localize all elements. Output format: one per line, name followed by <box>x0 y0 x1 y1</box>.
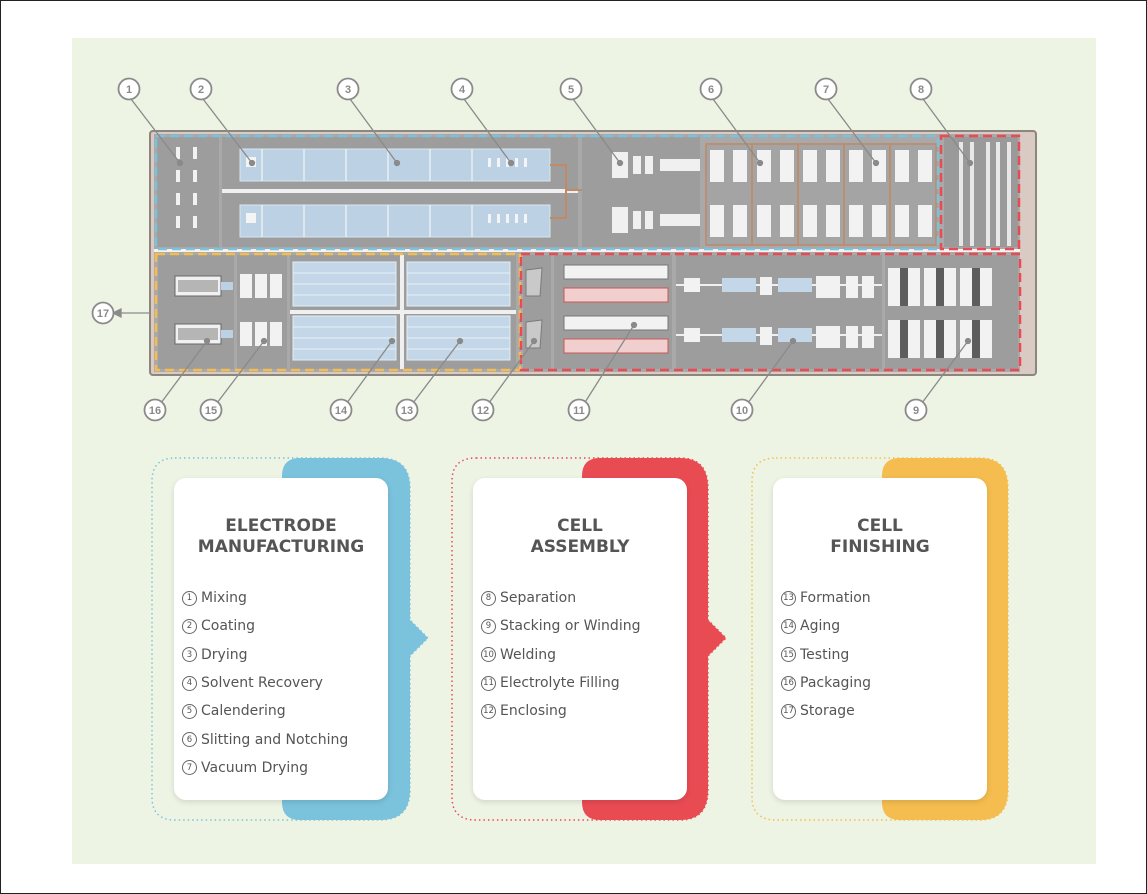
svg-text:2: 2 <box>198 84 204 96</box>
mixing-equipment <box>176 147 197 228</box>
marker-13: 13 <box>395 398 419 422</box>
electrolyte-filling-zone <box>554 255 672 369</box>
svg-text:1: 1 <box>126 84 132 96</box>
finishing-boundary <box>154 252 522 372</box>
svg-text:14: 14 <box>335 405 348 417</box>
floor-divider <box>154 249 1020 252</box>
coating-line-bottom <box>239 204 551 238</box>
svg-text:4: 4 <box>459 84 466 96</box>
marker-16: 16 <box>143 398 167 422</box>
aging-formation-zone <box>290 255 516 369</box>
svg-text:8: 8 <box>918 84 924 96</box>
stacking-winding-zone <box>885 255 1018 369</box>
svg-text:10: 10 <box>736 405 748 417</box>
marker-2: 2 <box>189 77 213 101</box>
marker-6: 6 <box>699 77 723 101</box>
svg-text:15: 15 <box>205 405 217 417</box>
svg-text:13: 13 <box>401 405 413 417</box>
separation-boundary <box>939 134 1021 251</box>
svg-text:3: 3 <box>345 84 351 96</box>
svg-text:12: 12 <box>477 405 489 417</box>
svg-text:7: 7 <box>823 84 829 96</box>
marker-8: 8 <box>909 77 933 101</box>
leader-lines <box>111 98 974 408</box>
marker-15: 15 <box>199 398 223 422</box>
testing-zone <box>237 255 287 369</box>
calendering-zone <box>582 137 700 247</box>
marker-11: 11 <box>567 398 591 422</box>
svg-text:17: 17 <box>97 308 109 320</box>
svg-text:6: 6 <box>708 84 714 96</box>
marker-14: 14 <box>329 398 353 422</box>
marker-5: 5 <box>559 77 583 101</box>
svg-text:5: 5 <box>568 84 574 96</box>
marker-17: 17 <box>91 301 115 325</box>
marker-3: 3 <box>336 77 360 101</box>
svg-text:16: 16 <box>149 405 161 417</box>
separation-zone <box>944 137 1018 247</box>
svg-text:9: 9 <box>913 405 919 417</box>
packaging-zone <box>158 255 234 369</box>
marker-1: 1 <box>117 77 141 101</box>
marker-12: 12 <box>471 398 495 422</box>
zone-separator <box>222 189 578 193</box>
zone-mixing <box>157 137 219 247</box>
marker-10: 10 <box>730 398 754 422</box>
marker-4: 4 <box>450 77 474 101</box>
enclosing-zone <box>523 255 551 369</box>
marker-7: 7 <box>814 77 838 101</box>
welding-zone <box>676 255 882 369</box>
marker-9: 9 <box>904 398 928 422</box>
svg-text:11: 11 <box>573 405 585 417</box>
slitting-notching-zone <box>705 143 939 246</box>
